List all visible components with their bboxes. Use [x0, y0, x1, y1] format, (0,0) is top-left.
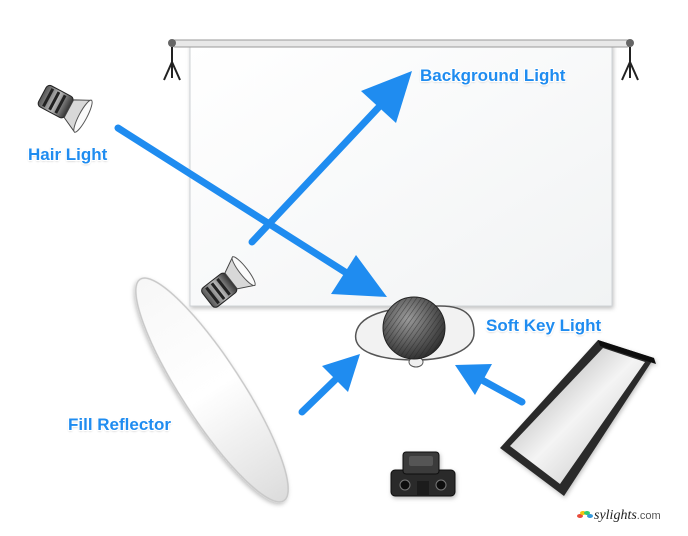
- soft-key-light-label: Soft Key Light: [486, 316, 602, 335]
- camera-icon: [390, 451, 456, 497]
- subject-icon: [354, 296, 475, 368]
- hair-light-label: Hair Light: [28, 145, 108, 164]
- reflector-icon: [135, 277, 289, 503]
- arrow-key-to-subject: [455, 364, 526, 406]
- spotlight-icon: [201, 256, 256, 308]
- softbox-icon: [500, 340, 656, 496]
- stand-icon: [163, 47, 181, 81]
- stand-icon: [621, 47, 639, 81]
- logo-flower-icon: [577, 511, 593, 518]
- arrow-fill-to-subject: [298, 354, 360, 416]
- logo-text: sylights: [594, 508, 637, 523]
- arrow-to-background: [248, 71, 412, 246]
- background-light-label: Background Light: [420, 66, 566, 85]
- fill-reflector-label: Fill Reflector: [68, 415, 171, 434]
- arrow-hair-to-subject: [114, 124, 387, 297]
- spotlight-icon: [37, 84, 93, 134]
- logo-suffix: .com: [636, 510, 661, 522]
- sylights-logo[interactable]: sylights.com: [576, 508, 661, 524]
